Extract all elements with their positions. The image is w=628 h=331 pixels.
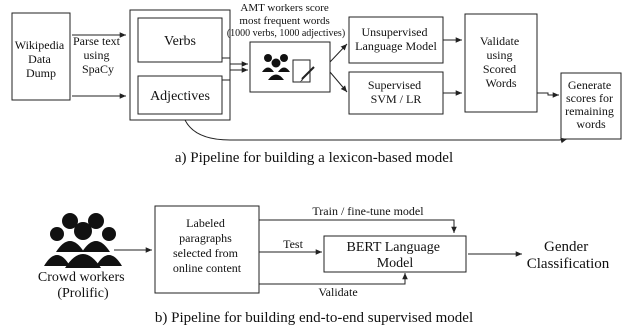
parse-label: Parse text using SpaCy	[73, 34, 123, 76]
wikipedia-label: Wikipedia Data Dump	[15, 38, 68, 80]
crowd-label: Crowd workers (Prolific)	[38, 270, 128, 301]
arrow-amt-to-supervised	[329, 71, 348, 93]
people-group-icon	[262, 54, 290, 80]
labeled-box	[154, 205, 260, 294]
unsupervised-label: Unsupervised Language Model	[355, 25, 437, 53]
arrow-verbs-to-amt	[222, 57, 248, 67]
paper-pencil-icon	[292, 59, 315, 83]
pipeline-a: Wikipedia Data Dump Parse text using Spa…	[11, 2, 622, 166]
adjectives-label: Adjectives	[150, 89, 210, 104]
generate-label: Generate scores for remaining words	[565, 78, 617, 131]
arrow-words-to-generate	[184, 119, 568, 144]
caption-b: b) Pipeline for building end-to-end supe…	[155, 310, 473, 326]
wikipedia-box	[11, 12, 71, 101]
supervised-box	[348, 71, 444, 115]
validate-box	[464, 13, 538, 113]
bert-box	[323, 235, 467, 273]
generate-box	[560, 72, 622, 140]
arrow-validate	[259, 273, 408, 285]
labeled-label: Labeled paragraphs selected from online …	[173, 216, 242, 275]
arrow-adjectives-to-amt	[222, 67, 248, 81]
amt-box	[249, 41, 331, 93]
arrow-train	[259, 219, 457, 233]
train-label: Train / fine-tune model	[312, 204, 424, 218]
validate-b-label: Validate	[318, 285, 357, 299]
adjectives-box	[137, 75, 223, 115]
test-label: Test	[283, 237, 303, 251]
verbs-label: Verbs	[164, 34, 196, 49]
verbs-box	[137, 17, 223, 63]
pipeline-b: Crowd workers (Prolific) Labeled paragra…	[38, 204, 610, 326]
amt-caption: AMT workers score most frequent words (1…	[227, 2, 345, 39]
arrow-amt-to-unsupervised	[329, 43, 348, 63]
bert-label: BERT Language Model	[347, 240, 444, 271]
validate-label: Validate using Scored Words	[480, 34, 522, 90]
supervised-label: Supervised SVM / LR	[368, 78, 424, 106]
people-crowd-icon	[44, 213, 122, 268]
arrow-validate-to-generate	[537, 92, 559, 98]
caption-a: a) Pipeline for building a lexicon-based…	[175, 150, 453, 166]
gender-label: Gender Classification	[527, 239, 610, 272]
